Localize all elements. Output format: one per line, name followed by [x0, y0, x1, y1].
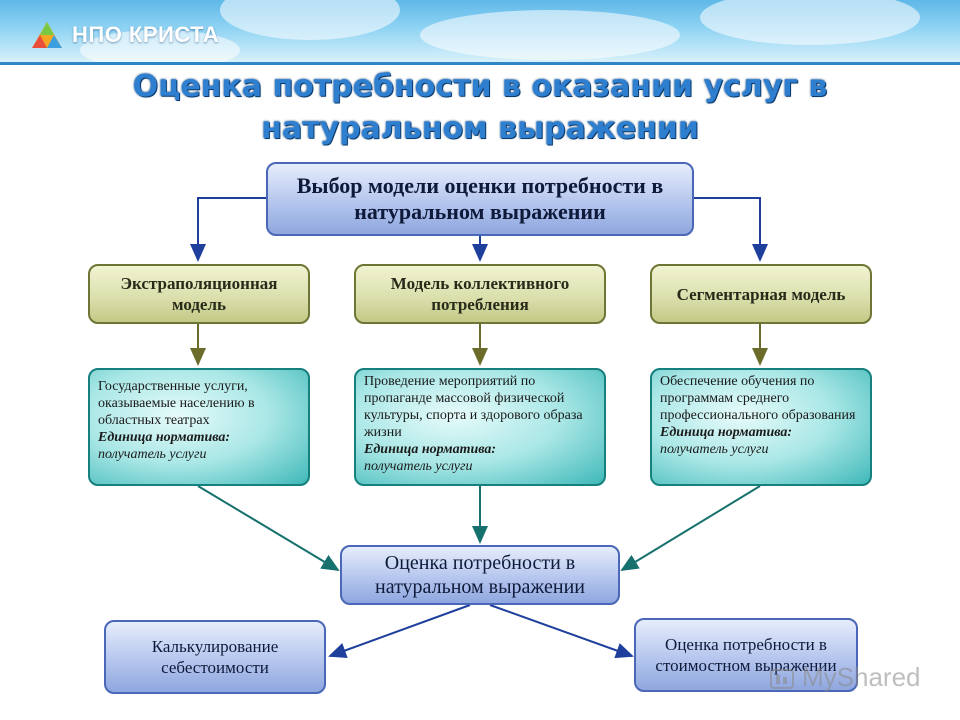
detail-text: Государственные услуги, оказываемые насе…	[98, 379, 255, 428]
logo-icon	[32, 22, 62, 48]
detail-text: Обеспечение обучения по программам средн…	[660, 374, 856, 423]
detail-box-theatres: Государственные услуги, оказываемые насе…	[88, 368, 310, 486]
watermark-text: MyShared	[802, 662, 921, 692]
detail-box-sport: Проведение мероприятий по пропаганде мас…	[354, 368, 606, 486]
model-box-extrapolation: Экстраполяционная модель	[88, 264, 310, 324]
model-box-collective: Модель коллективного потребления	[354, 264, 606, 324]
logo-text: НПО КРИСТА	[72, 22, 220, 47]
watermark: MyShared	[768, 662, 921, 693]
result-box: Оценка потребности в натуральном выражен…	[340, 545, 620, 605]
root-arrows	[190, 197, 768, 262]
unit-label: Единица норматива:	[660, 425, 793, 440]
detail-text: Проведение мероприятий по пропаганде мас…	[364, 374, 583, 440]
unit-label: Единица норматива:	[364, 442, 497, 457]
detail-arrows	[197, 485, 761, 572]
watermark-icon	[770, 668, 794, 689]
unit-value: получатель услуги	[98, 447, 207, 462]
model-arrows	[190, 324, 768, 366]
unit-label: Единица норматива:	[98, 430, 231, 445]
result-arrows	[328, 604, 634, 659]
root-box: Выбор модели оценки потребности в натура…	[266, 162, 694, 236]
logo[interactable]: НПО КРИСТА	[30, 20, 219, 50]
model-box-segmentary: Сегментарная модель	[650, 264, 872, 324]
detail-box-education: Обеспечение обучения по программам средн…	[650, 368, 872, 486]
unit-value: получатель услуги	[364, 459, 473, 474]
header-banner: НПО КРИСТА	[0, 0, 960, 62]
output-box-costing: Калькулирование себестоимости	[104, 620, 326, 694]
header-divider	[0, 62, 960, 65]
unit-value: получатель услуги	[660, 442, 769, 457]
page-title: Оценка потребности в оказании услуг в на…	[132, 69, 828, 146]
